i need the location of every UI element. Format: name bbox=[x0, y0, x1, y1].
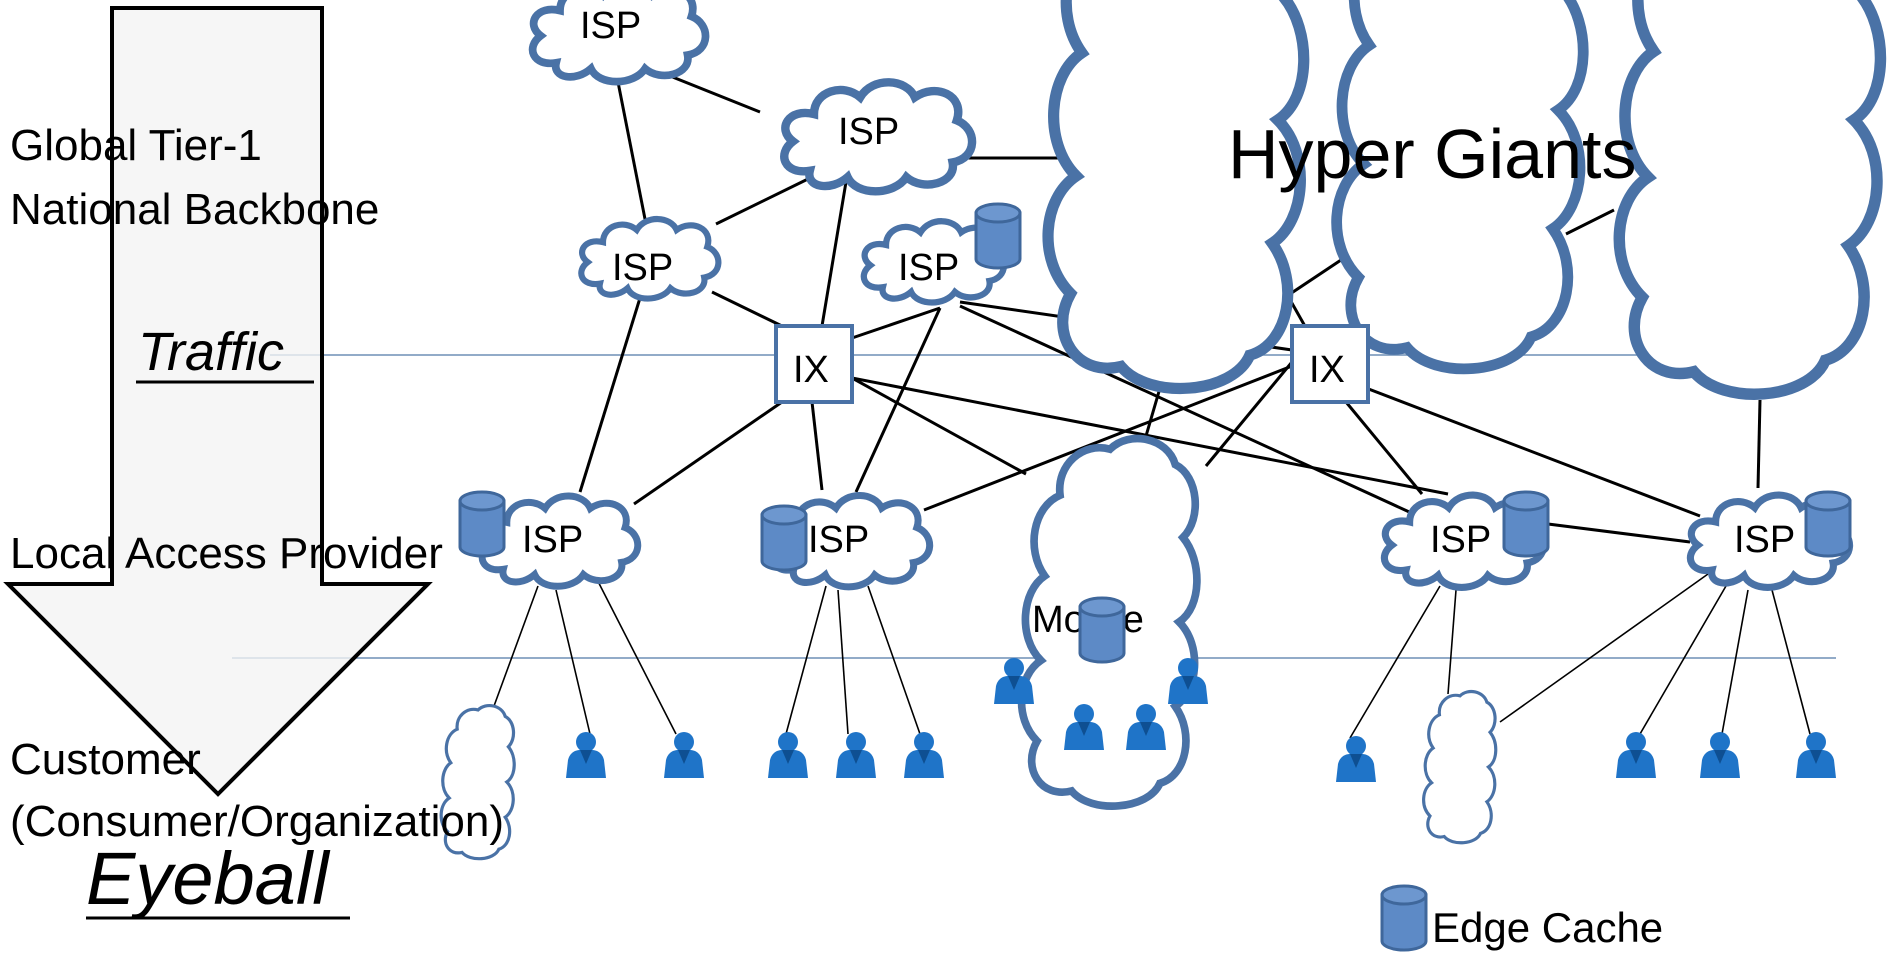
isp-label: ISP bbox=[580, 5, 641, 47]
edge-cache-icon bbox=[458, 490, 506, 558]
user-icon bbox=[1700, 732, 1740, 778]
isp-label: ISP bbox=[612, 247, 673, 289]
level-labels: Global Tier-1 National Backbone Local Ac… bbox=[10, 121, 504, 846]
user-icon bbox=[664, 732, 704, 778]
mobile-network: Mobile bbox=[994, 439, 1208, 807]
backbone-isps: ISP ISP ISP ISP bbox=[533, 0, 1022, 302]
customer-network-cloud bbox=[1421, 689, 1498, 845]
edge-cache-icon bbox=[1078, 596, 1126, 664]
customers bbox=[566, 732, 1836, 782]
level-label-national: National Backbone bbox=[10, 185, 379, 234]
isp-label: ISP bbox=[838, 111, 899, 153]
level-label-local: Local Access Provider bbox=[10, 529, 443, 578]
isp-label: ISP bbox=[898, 247, 959, 289]
isp-label: ISP bbox=[808, 519, 869, 561]
ix-label: IX bbox=[1309, 349, 1345, 391]
links-layer bbox=[493, 62, 1811, 739]
legend: Edge Cache bbox=[1380, 884, 1663, 952]
user-icon bbox=[904, 732, 944, 778]
user-icon bbox=[1336, 736, 1376, 782]
isp-label: ISP bbox=[1734, 519, 1795, 561]
edge-cache-legend-label: Edge Cache bbox=[1432, 904, 1663, 951]
access-isps: ISP ISP ISP ISP bbox=[458, 490, 1852, 587]
hyper-giant-cloud-3 bbox=[1619, 0, 1880, 394]
hyper-giants-label: Hyper Giants bbox=[1228, 115, 1636, 193]
edge-cache-icon bbox=[1804, 490, 1852, 558]
level-label-global: Global Tier-1 bbox=[10, 121, 262, 170]
traffic-direction-arrow bbox=[3, 6, 433, 797]
hyper-giant-cloud-1 bbox=[1048, 0, 1304, 388]
isp-label: ISP bbox=[1430, 519, 1491, 561]
eyeball-label: Eyeball bbox=[86, 837, 331, 920]
user-icon bbox=[836, 732, 876, 778]
edge-cache-legend-icon bbox=[1380, 884, 1428, 952]
level-label-customer-type: (Consumer/Organization) bbox=[10, 797, 504, 846]
ix-box-left bbox=[774, 324, 854, 404]
user-icon bbox=[1796, 732, 1836, 778]
user-icon bbox=[994, 658, 1034, 704]
user-icon bbox=[1616, 732, 1656, 778]
ix-points: IX IX bbox=[774, 324, 1370, 404]
ix-box-right bbox=[1290, 324, 1370, 404]
edge-cache-icon bbox=[1502, 490, 1550, 558]
edge-cache-icon bbox=[760, 504, 808, 572]
hyper-giants: Hyper Giants bbox=[1048, 0, 1880, 394]
user-icon bbox=[768, 732, 808, 778]
edge-cache-icon bbox=[974, 202, 1022, 270]
ix-label: IX bbox=[793, 349, 829, 391]
user-icon bbox=[566, 732, 606, 778]
traffic-label: Traffic bbox=[138, 322, 284, 382]
isp-label: ISP bbox=[522, 519, 583, 561]
level-label-customer: Customer bbox=[10, 735, 201, 784]
